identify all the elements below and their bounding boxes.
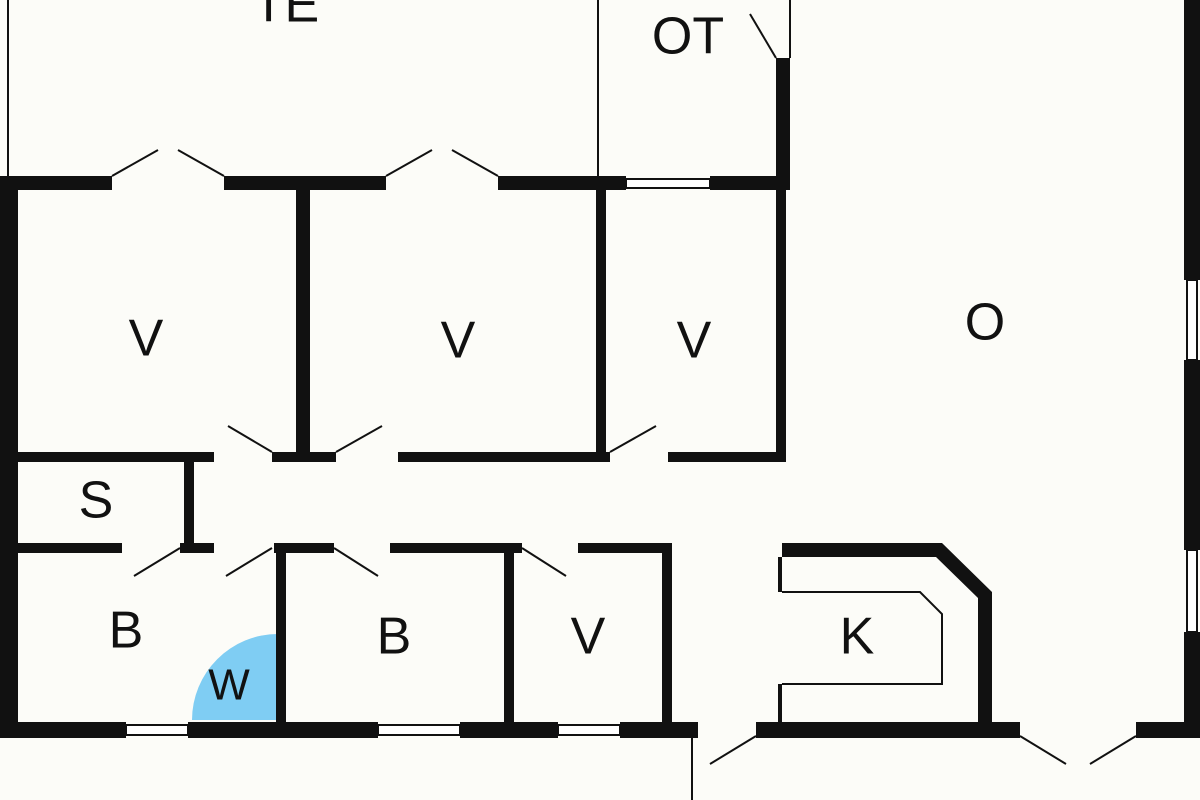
- room-label-v3: V: [677, 312, 712, 370]
- kitchen-counter: [778, 543, 992, 722]
- room-label-o: O: [965, 294, 1005, 352]
- room-label-k: K: [840, 608, 875, 666]
- room-label-v2: V: [441, 312, 476, 370]
- doors: [111, 13, 1137, 765]
- windows: [125, 178, 1198, 736]
- terrace-outline: [7, 0, 791, 800]
- room-label-v4: V: [571, 608, 606, 666]
- room-label-w: W: [208, 661, 250, 710]
- room-label-ot: OT: [652, 8, 724, 66]
- room-label-s: S: [79, 472, 114, 530]
- walls: [0, 0, 1200, 738]
- room-label-b2: B: [377, 608, 412, 666]
- room-label-v1: V: [129, 310, 164, 368]
- room-label-te: TE: [253, 0, 319, 34]
- whirlpool: [192, 634, 278, 720]
- room-label-b1: B: [109, 602, 144, 660]
